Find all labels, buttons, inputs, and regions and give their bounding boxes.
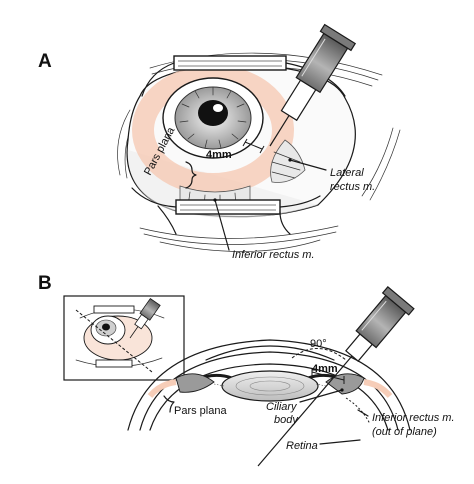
globe-cross-section [127, 339, 411, 431]
inferior-rectus-leader [214, 199, 230, 251]
panel-b-letter: B [38, 273, 52, 294]
inset-thumbnail [63, 295, 185, 381]
pars-plana-brace-b [163, 395, 175, 413]
ciliary-body-leader [299, 389, 343, 403]
pars-plana-band [132, 65, 294, 195]
angle-label: 90° [310, 338, 327, 350]
distance-marker-a [242, 138, 265, 154]
lateral-rectus-label-line1: Lateral [330, 167, 364, 179]
lateral-rectus-leader [289, 159, 327, 171]
panel-b: B [38, 273, 455, 467]
distance-marker-b [311, 368, 345, 384]
ciliary-body-right [325, 373, 365, 395]
pars-plana-label-b: Pars plana [174, 405, 227, 417]
retina-label: Retina [286, 440, 318, 452]
lateral-rectus-label-line2: rectus m. [330, 181, 375, 193]
iris-fibres [179, 86, 247, 149]
lid-speculum-lower [131, 187, 321, 235]
lens [221, 370, 319, 402]
inferior-rectus-label-a: Inferior rectus m. [232, 249, 315, 261]
needle-b [257, 355, 353, 467]
pupil [198, 100, 228, 126]
inferior-rectus-label-b-line1: Inferior rectus m. [372, 412, 455, 424]
panel-a-letter: A [38, 51, 52, 72]
angle-arc [291, 348, 347, 361]
ciliary-body-left [175, 373, 215, 393]
inferior-rectus-leader-b [357, 409, 369, 417]
distance-label-a: 4mm [206, 149, 232, 161]
pupil-highlight [213, 104, 223, 112]
pars-plana-brace-a [185, 161, 197, 189]
distance-label-b: 4mm [312, 363, 338, 375]
syringe-a [269, 23, 357, 147]
retina-leader [319, 439, 361, 445]
inferior-rectus-label-b-line2: (out of plane) [372, 426, 437, 438]
ciliary-body-label-line2: body [274, 414, 299, 426]
lid-speculum-upper [141, 55, 346, 97]
syringe-b [345, 286, 415, 362]
ciliary-body-label-line1: Ciliary [266, 401, 298, 413]
panel-a: A [38, 23, 401, 261]
lateral-rectus-muscle [270, 139, 306, 183]
